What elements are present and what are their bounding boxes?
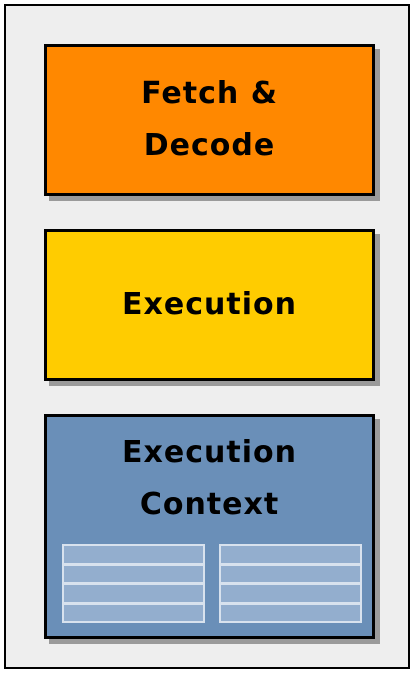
- register-row: [64, 565, 203, 582]
- register-row: [221, 546, 360, 563]
- register-row: [64, 546, 203, 563]
- execution-block: Execution: [44, 229, 375, 381]
- register-row: [64, 585, 203, 602]
- register-row: [221, 565, 360, 582]
- fetch-decode-label-line-1: Fetch &: [141, 76, 278, 111]
- execution-context-label-line-1: Execution: [122, 435, 297, 470]
- execution-context-block: Execution Context: [44, 414, 375, 639]
- register-row: [221, 604, 360, 621]
- register-group-right: [219, 544, 362, 623]
- register-row: [221, 585, 360, 602]
- diagram-frame: Fetch & Decode Execution Execution Conte…: [4, 4, 410, 669]
- execution-label: Execution: [122, 287, 297, 322]
- register-row: [64, 604, 203, 621]
- register-group-left: [62, 544, 205, 623]
- fetch-decode-label-line-2: Decode: [143, 128, 276, 163]
- fetch-decode-block: Fetch & Decode: [44, 44, 375, 196]
- execution-context-label-line-2: Context: [139, 487, 280, 522]
